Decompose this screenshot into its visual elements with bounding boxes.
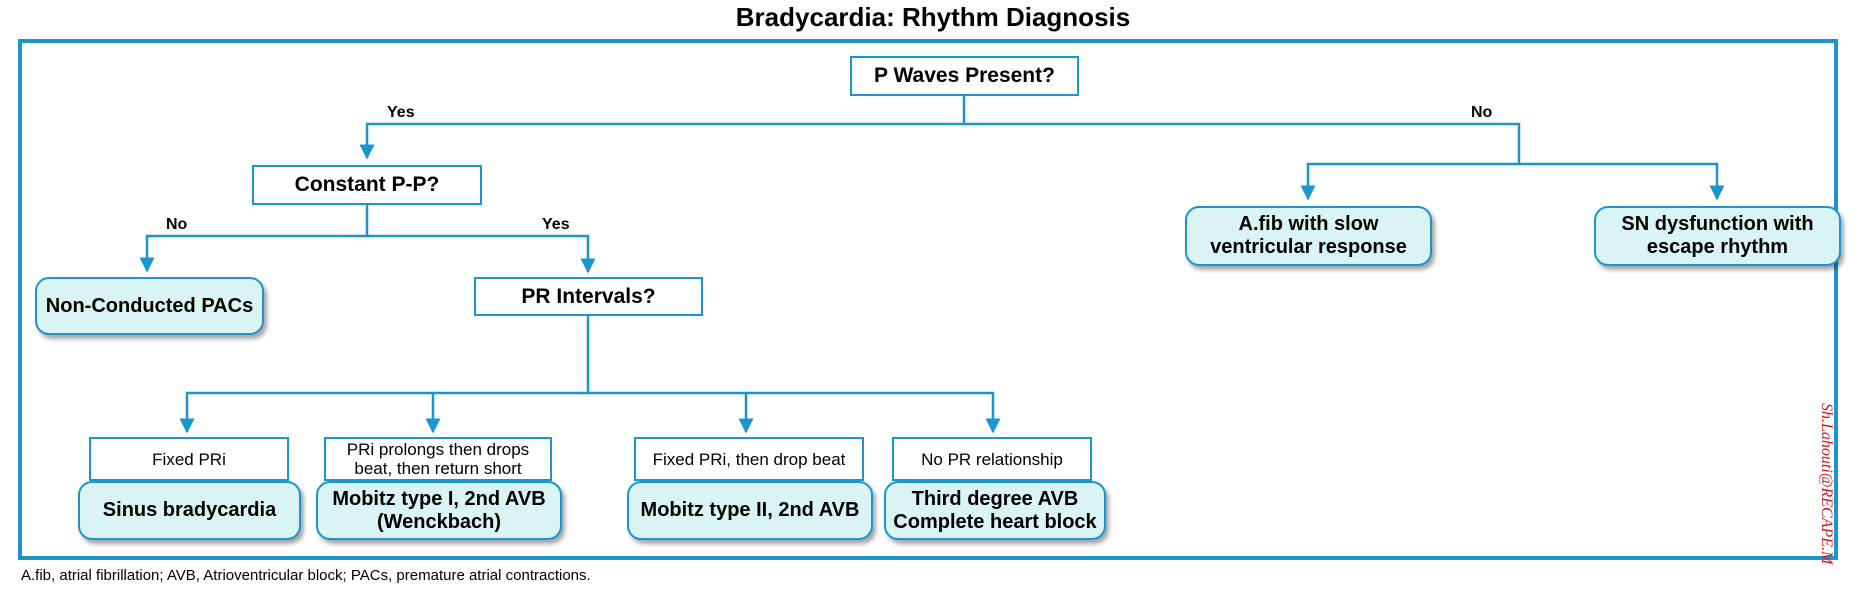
yes-label-pwaves: Yes (387, 104, 415, 121)
mobitz-1-line1: Mobitz type I, 2nd AVB (332, 487, 546, 510)
diagnosis-sn-dysfunction: SN dysfunction with escape rhythm (1594, 206, 1841, 266)
edge-pp-yes (367, 234, 596, 274)
condition-no-pr: No PR relationship (892, 437, 1092, 481)
condition-fixed-drop: Fixed PRi, then drop beat (634, 437, 864, 481)
edge-pwaves-no-sn (1519, 162, 1725, 201)
edge-pwaves-yes (359, 96, 966, 160)
diagnosis-non-conducted-pacs: Non-Conducted PACs (35, 277, 264, 335)
condition-pri-prolongs: PRi prolongs then drops beat, then retur… (324, 437, 552, 481)
diagram-frame (18, 39, 1838, 560)
diagnosis-mobitz-2: Mobitz type II, 2nd AVB (627, 481, 873, 540)
yes-label-pp: Yes (542, 216, 570, 233)
footnote: A.fib, atrial fibrillation; AVB, Atriove… (21, 567, 591, 584)
diagnosis-afib-slow: A.fib with slow ventricular response (1185, 206, 1432, 266)
edge-pp-no (139, 205, 369, 273)
third-degree-line1: Third degree AVB (911, 487, 1079, 510)
question-p-waves: P Waves Present? (850, 56, 1079, 96)
diagnosis-mobitz-1: Mobitz type I, 2nd AVB (Wenckbach) (316, 481, 562, 540)
diagnosis-sinus-bradycardia: Sinus bradycardia (78, 481, 301, 540)
mobitz-1-line2: (Wenckbach) (376, 510, 502, 533)
edge-pr-fixed (179, 316, 590, 434)
edge-pr-no-relationship (588, 391, 1001, 434)
third-degree-line2: Complete heart block (893, 510, 1097, 533)
no-label-pp: No (166, 216, 188, 233)
edge-pwaves-no-afib (964, 122, 1521, 201)
diagram-title: Bradycardia: Rhythm Diagnosis (735, 2, 1131, 32)
condition-fixed-pri: Fixed PRi (89, 437, 289, 481)
no-label-pwaves: No (1471, 104, 1493, 121)
question-pr-intervals: PR Intervals? (474, 277, 703, 316)
question-constant-pp: Constant P-P? (252, 165, 482, 205)
diagnosis-third-degree: Third degree AVB Complete heart block (884, 481, 1106, 540)
author-signature-text: Sh.Lahouti@RECAPE.M (1818, 403, 1835, 565)
